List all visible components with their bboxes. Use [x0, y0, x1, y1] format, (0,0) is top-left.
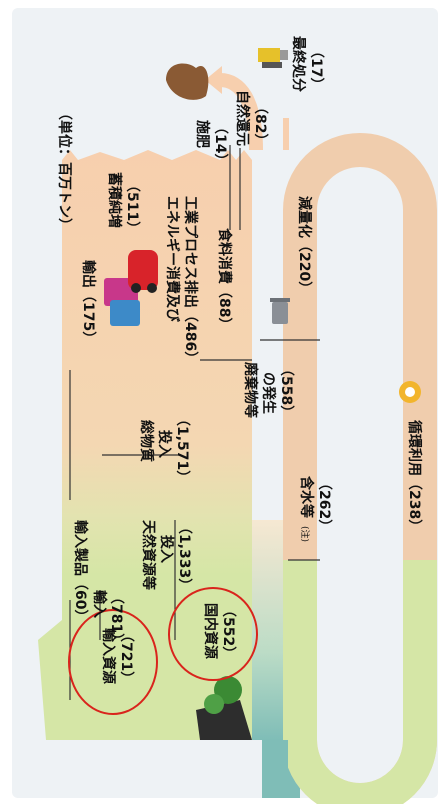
highlight-circle-domestic-resources [168, 587, 258, 681]
energy-consumption-label: エネルギー消費及び [164, 196, 181, 323]
exports-label: 輸出（175） [80, 260, 97, 345]
waste-generation-label: 廃棄物等 [242, 362, 259, 418]
water-base [262, 740, 288, 798]
domestic-resources-value: （552） [220, 603, 236, 660]
natural-resource-input-value: （1,333） [176, 520, 192, 592]
natural-return-arrow [219, 73, 263, 151]
fertilizer-label: 施肥 [194, 120, 211, 148]
water-content-label: 含水等 [298, 476, 315, 518]
imports-label: 輸入 [91, 590, 108, 618]
forest-mine-illustration [196, 676, 252, 740]
waste-generation-label-2: の発生 [260, 372, 277, 414]
bulldozer-icon [258, 48, 288, 68]
water-content-value: （262） [316, 476, 332, 533]
unit-label: （単位：百万トン） [56, 106, 73, 232]
imports-value: （781） [108, 590, 124, 647]
imported-resources-value: （721） [118, 628, 134, 685]
leader-lines [69, 145, 320, 700]
natural-return-arrowhead [205, 66, 222, 94]
total-material-input-value: （1,571） [174, 412, 190, 484]
import-products-label: 輸入製品（60） [72, 520, 89, 623]
natural-reduction-value: （82） [252, 100, 268, 147]
final-disposal-value: （17） [308, 44, 324, 91]
products-illustration [104, 250, 158, 326]
final-disposal-label: 最終処分 [290, 36, 307, 92]
imported-resources-label: 輸入資源 [100, 628, 117, 684]
highlight-circle-imported-resources [68, 609, 158, 715]
total-material-input-label: 総物質 [138, 420, 155, 462]
recycling-label: 循環利用（238） [406, 420, 423, 533]
net-accumulation-label: 蓄積純増 [106, 172, 123, 228]
trash-bin-icon [270, 298, 290, 324]
natural-resource-input-label: 天然資源等 [140, 520, 157, 590]
net-accumulation-value: （511） [124, 178, 140, 235]
water-content-note: (注) [299, 526, 311, 542]
fertilizer-value: （14） [212, 120, 228, 167]
food-consumption-label: 食料消費（88） [216, 228, 233, 331]
natural-resource-input-label-2: 投入 [158, 535, 174, 563]
waste-generation-value: （558） [278, 362, 294, 419]
recycling-loop-lower [283, 560, 437, 808]
volume-reduction-label: 減量化（220） [296, 196, 313, 295]
natural-reduction-label: 自然還元 [234, 90, 251, 146]
industrial-emissions-label: 工業プロセス排出（486） [182, 196, 199, 365]
domestic-resources-label: 国内資源 [202, 603, 219, 659]
total-material-input-label-2: 投入 [156, 430, 172, 458]
compost-pile-icon [166, 63, 209, 100]
import-products-strip [38, 620, 62, 740]
